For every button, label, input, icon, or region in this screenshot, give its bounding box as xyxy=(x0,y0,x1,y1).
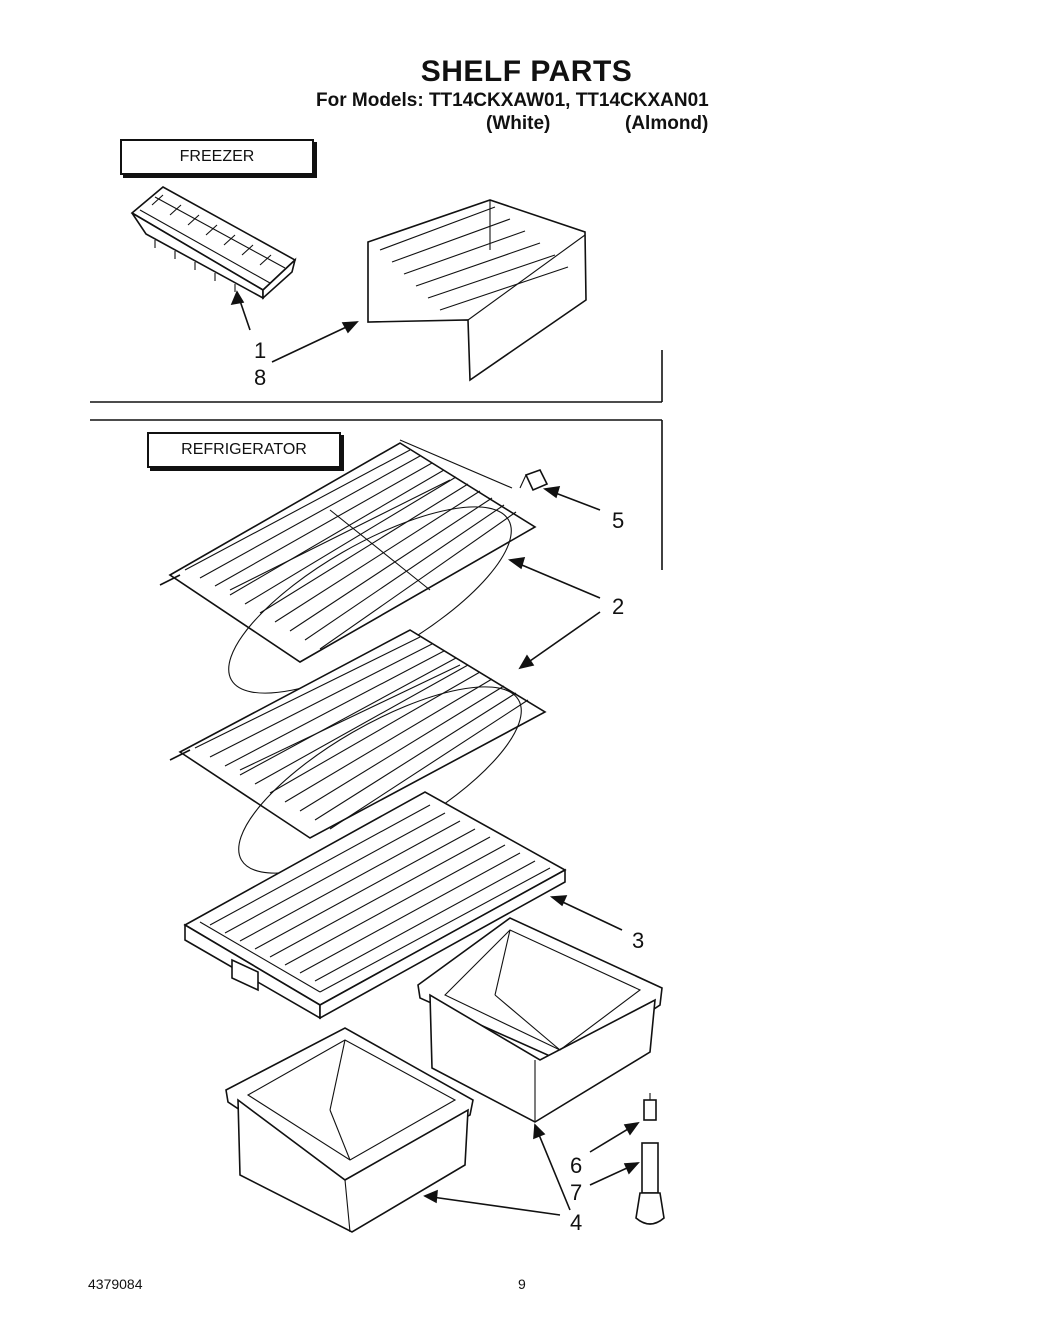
leader-lines xyxy=(230,290,640,1216)
freezer-section-label: FREEZER xyxy=(120,139,314,175)
section-dividers xyxy=(90,350,663,570)
leveling-pin-part xyxy=(643,1093,657,1121)
lower-wire-shelf-part xyxy=(169,629,547,874)
callout-7: 7 xyxy=(570,1180,583,1205)
page-title: SHELF PARTS xyxy=(420,55,633,88)
leveling-leg-part xyxy=(635,1142,665,1225)
freezer-shelf-part xyxy=(367,199,587,382)
shelf-clip-part xyxy=(519,469,549,492)
variant-white: (White) xyxy=(486,113,551,134)
callout-4: 4 xyxy=(570,1210,583,1235)
upper-wire-shelf-part xyxy=(159,439,537,694)
right-crisper-drawer-part xyxy=(417,917,663,1123)
page-number: 9 xyxy=(518,1276,526,1292)
callout-8: 8 xyxy=(254,365,267,390)
callout-3: 3 xyxy=(632,928,645,953)
callout-6: 6 xyxy=(570,1153,583,1178)
callout-5: 5 xyxy=(612,508,625,533)
ice-tray-part xyxy=(130,186,297,300)
variant-almond: (Almond) xyxy=(625,113,709,134)
callout-1: 1 xyxy=(254,338,267,363)
left-crisper-drawer-part xyxy=(225,1027,474,1233)
refrigerator-section-label: REFRIGERATOR xyxy=(147,432,341,468)
crisper-cover-part xyxy=(183,791,567,1020)
callout-2: 2 xyxy=(612,594,625,619)
doc-number: 4379084 xyxy=(88,1276,143,1292)
models-line: For Models: TT14CKXAW01, TT14CKXAN01 xyxy=(316,90,709,111)
